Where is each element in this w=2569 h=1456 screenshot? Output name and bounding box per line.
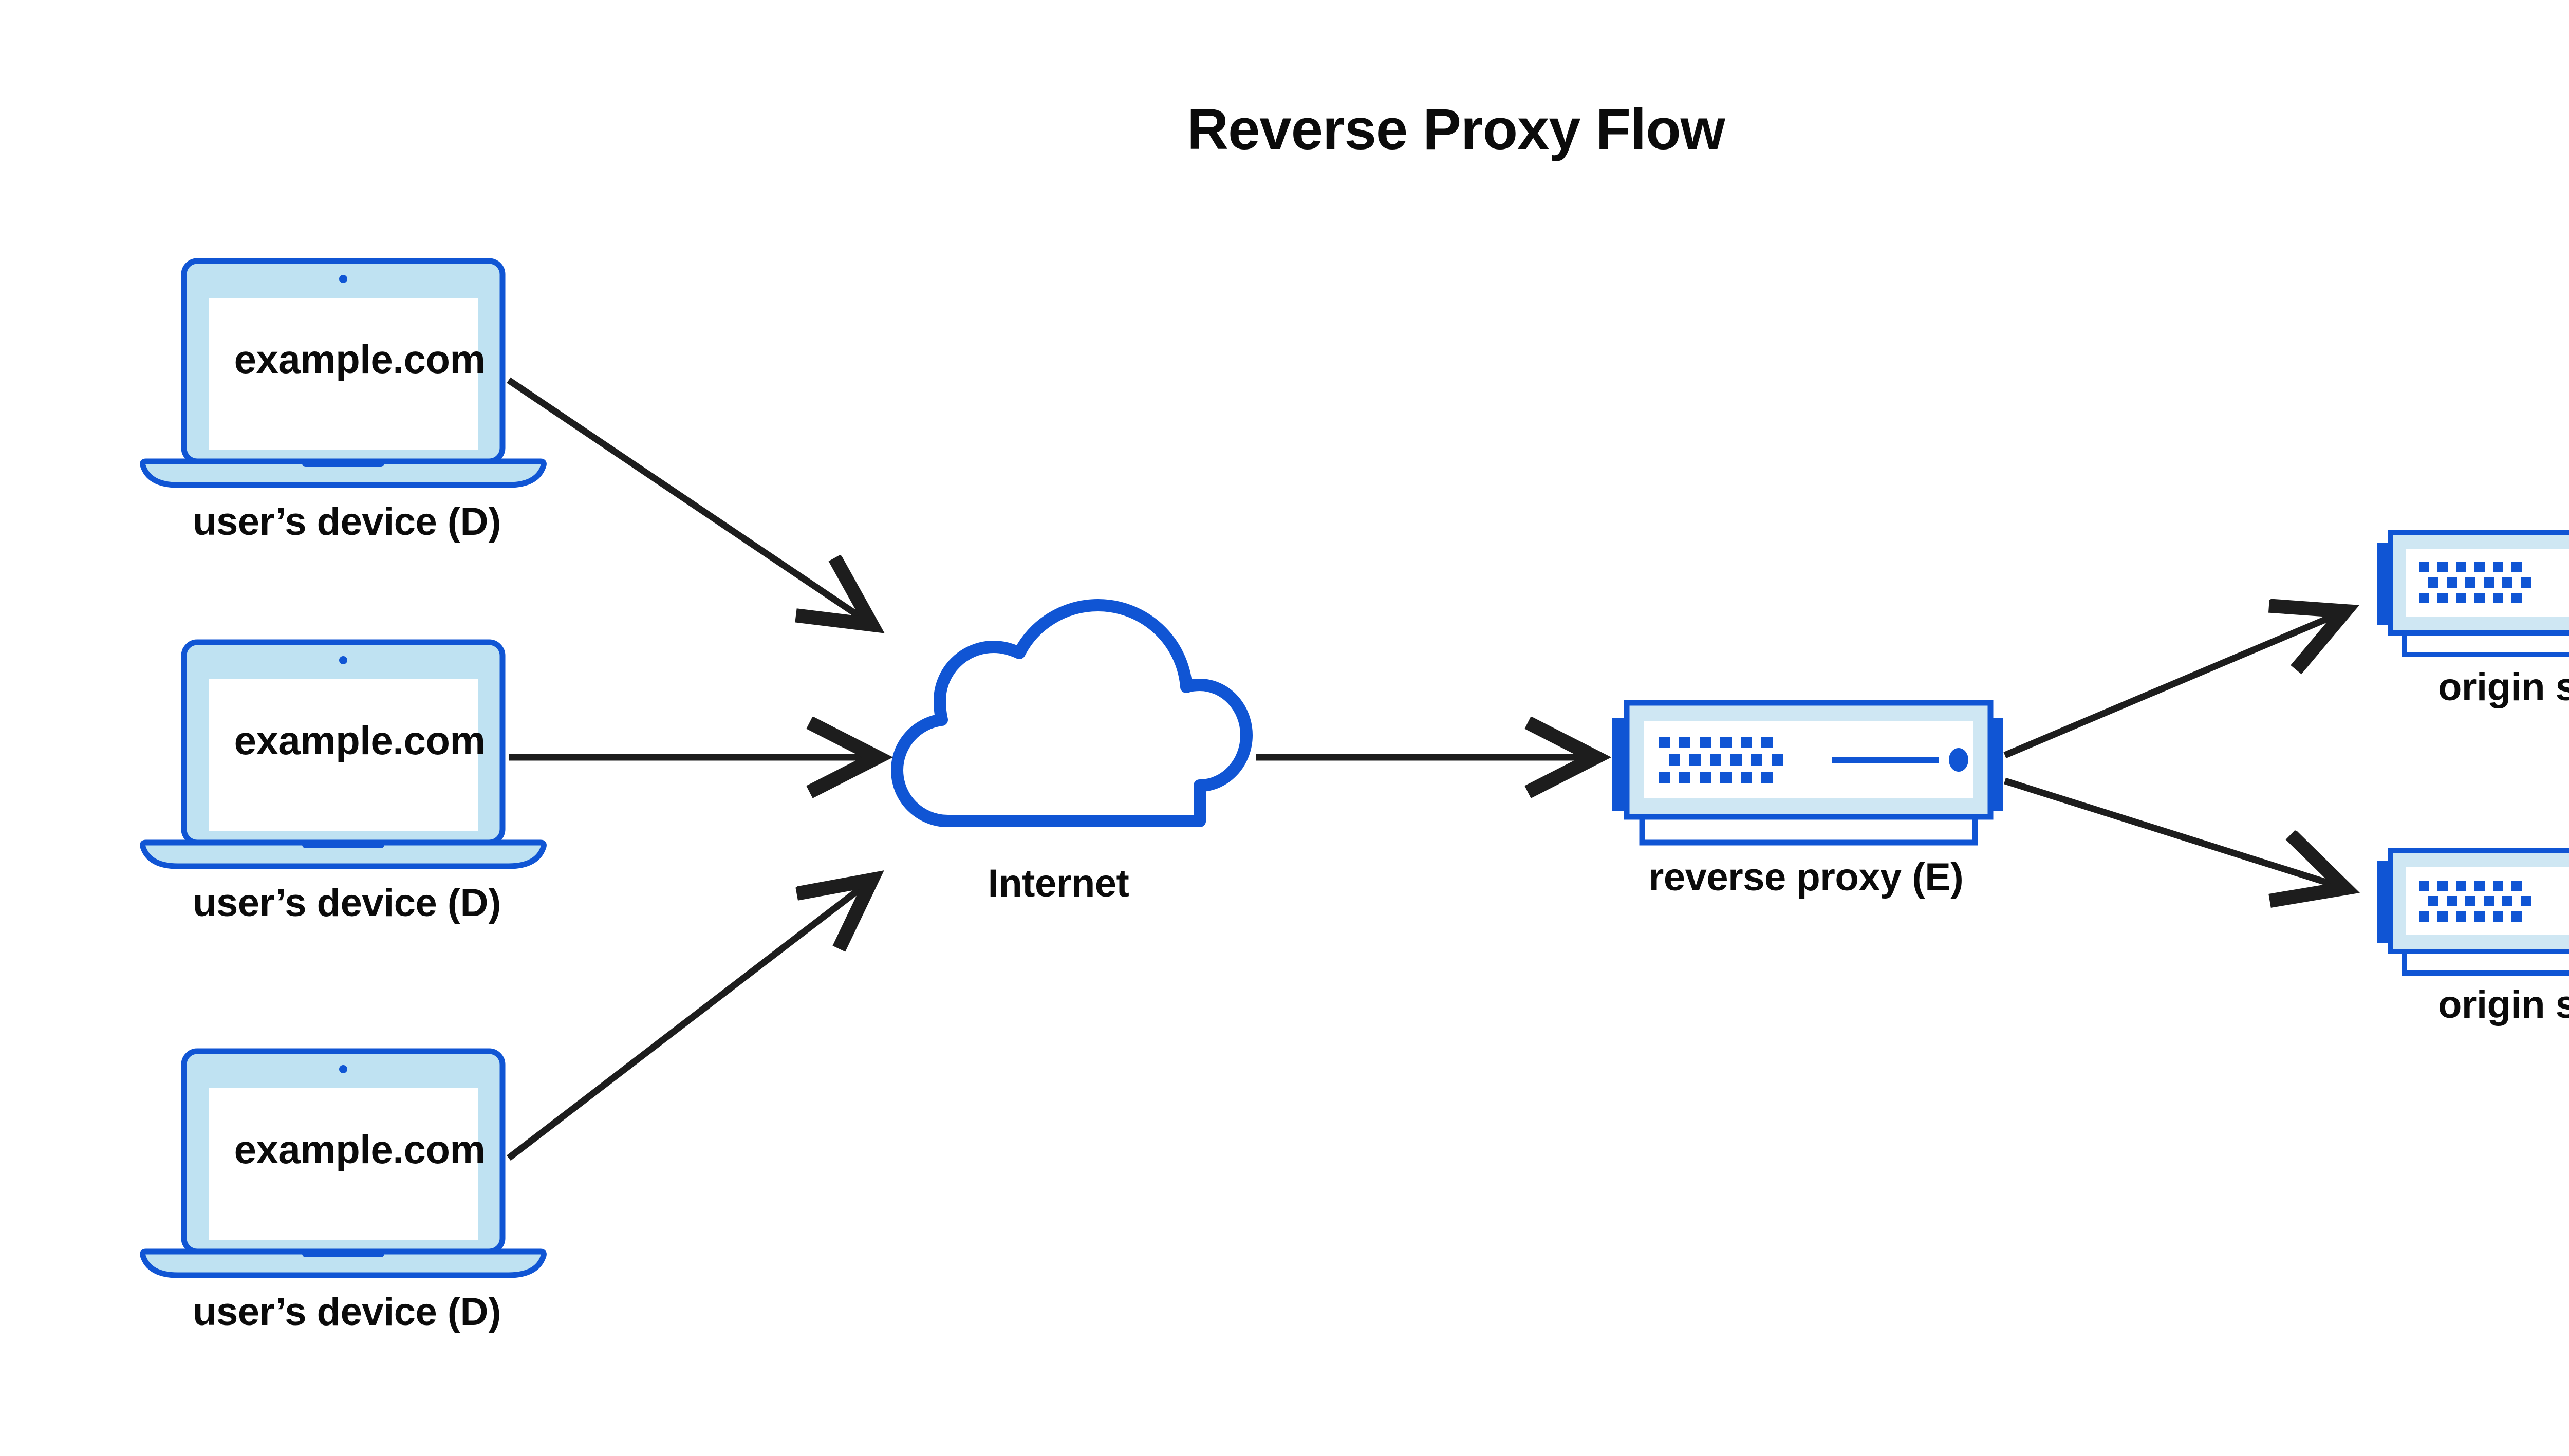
node-label-device-bottom: user’s device (D) (193, 1290, 501, 1334)
laptop-icon-device-bottom[interactable] (140, 1048, 547, 1278)
edge-device-top-internet (507, 377, 873, 626)
node-label-reverse-proxy: reverse proxy (E) (1648, 855, 1964, 899)
edge-proxy-origin-top (2003, 610, 2347, 758)
cloud-icon-internet[interactable] (891, 599, 1253, 827)
laptop-icon-device-middle[interactable] (140, 639, 547, 869)
laptop-screen-text: example.com (234, 1127, 486, 1172)
laptop-base (140, 839, 547, 869)
laptop-base (140, 1248, 547, 1278)
laptop-screen (209, 1088, 478, 1240)
node-label-internet: Internet (988, 862, 1129, 905)
node-label-origin-top: origin server (F) (2437, 665, 2569, 709)
edge-device-bottom-internet (507, 879, 873, 1161)
laptop-screen (209, 679, 478, 831)
laptop-screen (209, 298, 478, 450)
node-label-device-middle: user’s device (D) (193, 881, 501, 925)
edge-proxy-origin-bottom (2004, 777, 2347, 889)
page-title: Reverse Proxy Flow (1187, 97, 1725, 161)
server-port-grid-icon (1659, 737, 1783, 783)
node-label-origin-bottom: origin server (F) (2437, 983, 2569, 1026)
laptop-trackpad-notch (302, 840, 384, 848)
laptop-screen-text: example.com (234, 718, 486, 763)
server-port-grid-icon (2419, 562, 2531, 603)
laptop-camera-icon (339, 275, 347, 283)
server-icon-origin-top[interactable] (2377, 530, 2569, 657)
server-status-line-icon (1832, 757, 1939, 763)
laptop-base (140, 458, 547, 488)
server-icon-reverse-proxy[interactable] (1612, 700, 2003, 846)
laptop-icon-device-top[interactable] (140, 258, 547, 488)
laptop-screen-text: example.com (234, 337, 486, 382)
node-label-device-top: user’s device (D) (193, 500, 501, 544)
laptop-trackpad-notch (302, 459, 384, 467)
laptop-camera-icon (339, 1065, 347, 1073)
cloud-shape (891, 599, 1253, 827)
laptop-camera-icon (339, 656, 347, 664)
server-status-dot-icon (1949, 748, 1968, 772)
server-port-grid-icon (2419, 881, 2531, 922)
laptop-trackpad-notch (302, 1249, 384, 1257)
server-icon-origin-bottom[interactable] (2377, 848, 2569, 976)
